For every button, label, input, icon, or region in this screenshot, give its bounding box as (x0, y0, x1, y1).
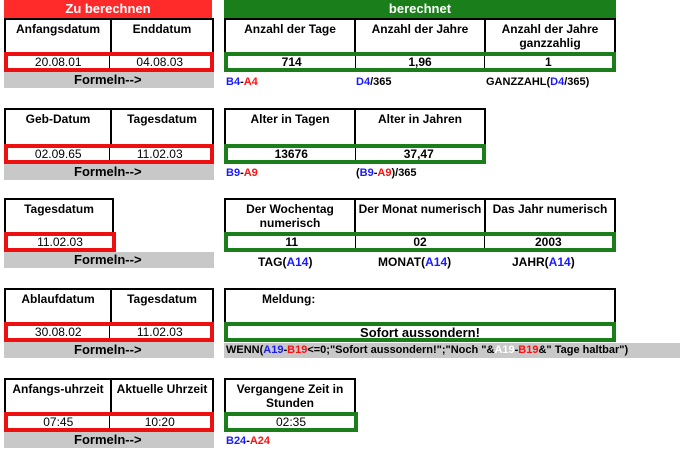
formeln-label-4: Formeln--> (4, 342, 214, 358)
formula-zeit: B24-A24 (226, 435, 271, 447)
result-row-2: 13676 37,47 (224, 144, 486, 164)
label-geb-datum: Geb-Datum (4, 108, 112, 144)
label-aktuelle-uhrzeit: Aktuelle Uhrzeit (110, 378, 214, 412)
formula-jahre: D4/365 (356, 76, 392, 88)
cell-alter-tagen[interactable]: 13676 (274, 147, 308, 161)
cell-tagesdatum-2[interactable]: 11.02.03 (108, 147, 211, 161)
cell-anzahl-jahre[interactable]: 1,96 (355, 55, 483, 69)
result-row-5: 02:35 (224, 412, 358, 432)
formula-ganzzahl: GANZZAHL(D4/365) (486, 76, 590, 88)
label-anfangsdatum: Anfangsdatum (4, 18, 112, 52)
result-row-4: Sofort aussondern! (224, 322, 616, 342)
input-row-1: 20.08.01 04.08.03 (4, 52, 214, 72)
cell-jahr[interactable]: 2003 (483, 235, 612, 249)
cell-anfangsdatum[interactable]: 20.08.01 (34, 55, 82, 69)
cell-meldung[interactable]: Sofort aussondern! (360, 324, 480, 340)
label-wochentag: Der Wochentag numerisch (224, 198, 356, 232)
cell-tagesdatum-4[interactable]: 11.02.03 (108, 325, 211, 339)
cell-tagesdatum-3[interactable]: 11.02.03 (37, 235, 83, 249)
label-tagesdatum-4: Tagesdatum (110, 288, 214, 322)
formula-monat: MONAT(A14) (378, 255, 452, 269)
cell-anfangsuhrzeit[interactable]: 07:45 (43, 415, 74, 429)
cell-alter-jahren[interactable]: 37,47 (354, 147, 483, 161)
label-vergangene-zeit: Vergangene Zeit in Stunden (224, 378, 356, 412)
input-row-2: 02.09.65 11.02.03 (4, 144, 214, 164)
label-alter-jahren: Alter in Jahren (354, 108, 486, 144)
cell-wochentag[interactable]: 11 (285, 235, 298, 249)
result-row-1: 714 1,96 1 (224, 52, 616, 72)
formeln-label-1: Formeln--> (4, 72, 214, 88)
label-anzahl-tage: Anzahl der Tage (224, 18, 356, 52)
cell-vergangene-zeit[interactable]: 02:35 (275, 415, 307, 429)
label-meldung: Meldung: (224, 288, 616, 322)
formula-tage: B4-A4 (226, 76, 258, 88)
label-anfangsuhrzeit: Anfangs-uhrzeit (4, 378, 112, 412)
cell-enddatum[interactable]: 04.08.03 (108, 55, 211, 69)
input-row-3: 11.02.03 (4, 232, 116, 252)
label-monat: Der Monat numerisch (354, 198, 486, 232)
label-enddatum: Enddatum (110, 18, 214, 52)
formula-jahr: JAHR(A14) (512, 255, 575, 269)
header-berechnet: berechnet (224, 0, 616, 18)
label-anzahl-jahre-ganzzahlig: Anzahl der Jahre ganzzahlig (484, 18, 616, 52)
formula-wenn: WENN(A19-B19<=0;"Sofort aussondern!";"No… (224, 343, 680, 358)
cell-geb-datum[interactable]: 02.09.65 (34, 147, 82, 161)
formeln-label-5: Formeln--> (4, 432, 214, 448)
cell-monat[interactable]: 02 (355, 235, 483, 249)
formula-alter-jahren: (B9-A9)/365 (356, 167, 417, 179)
cell-ablaufdatum[interactable]: 30.08.02 (34, 325, 82, 339)
cell-anzahl-tage[interactable]: 714 (281, 55, 302, 69)
label-alter-tagen: Alter in Tagen (224, 108, 356, 144)
header-zu-berechnen: Zu berechnen (4, 0, 212, 18)
result-row-3: 11 02 2003 (224, 232, 616, 252)
formula-alter-tagen: B9-A9 (226, 167, 258, 179)
formeln-label-2: Formeln--> (4, 164, 214, 180)
label-anzahl-jahre: Anzahl der Jahre (354, 18, 486, 52)
input-row-4: 30.08.02 11.02.03 (4, 322, 214, 342)
label-jahr: Das Jahr numerisch (484, 198, 616, 232)
label-ablaufdatum: Ablaufdatum (4, 288, 112, 322)
cell-anzahl-jahre-ganzzahlig[interactable]: 1 (483, 55, 612, 69)
input-row-5: 07:45 10:20 (4, 412, 214, 432)
label-tagesdatum-3: Tagesdatum (4, 198, 114, 232)
label-tagesdatum-2: Tagesdatum (110, 108, 214, 144)
formula-tag: TAG(A14) (258, 255, 313, 269)
cell-aktuelle-uhrzeit[interactable]: 10:20 (108, 415, 211, 429)
formeln-label-3: Formeln--> (4, 252, 214, 268)
